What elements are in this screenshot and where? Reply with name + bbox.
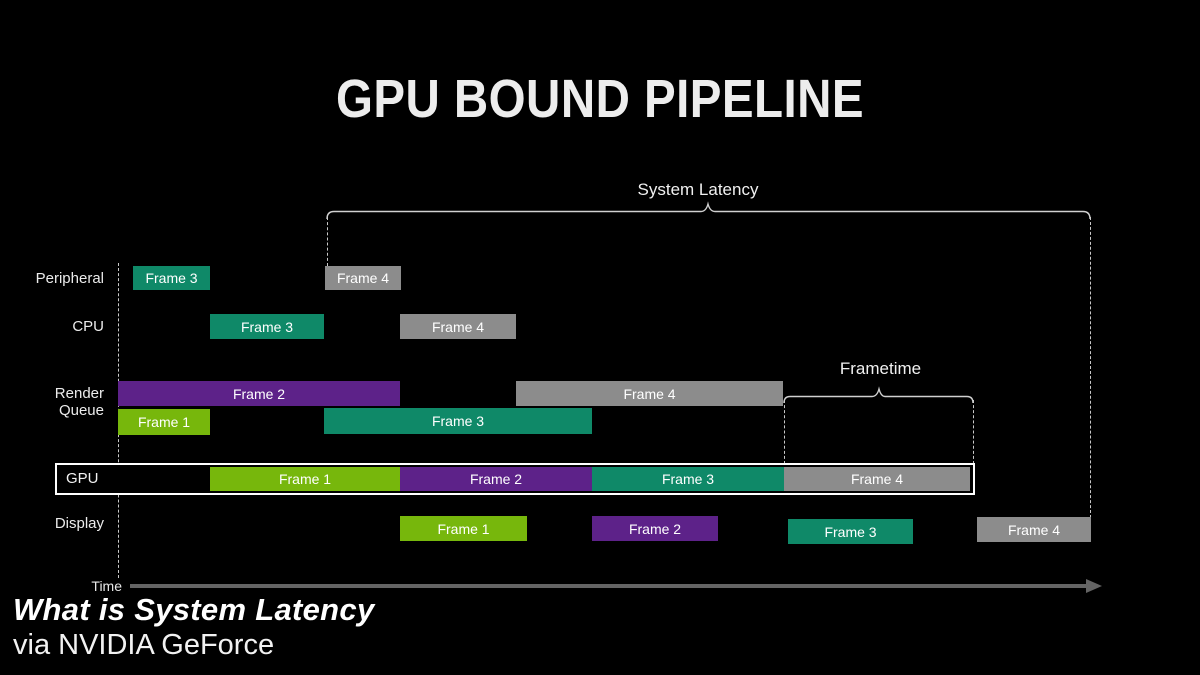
- system-latency-bracket: [326, 201, 1091, 220]
- frame-bar-cpu-frame-4: Frame 4: [400, 314, 516, 339]
- frame-bar-display-frame-3: Frame 3: [788, 519, 913, 544]
- frametime-label: Frametime: [839, 359, 922, 378]
- row-label-peripheral: Peripheral: [35, 270, 104, 287]
- footer-subheading: via NVIDIA GeForce: [13, 629, 275, 661]
- row-label-gpu: GPU: [66, 470, 99, 487]
- frame-bar-render-queue-frame-4: Frame 4: [516, 381, 783, 406]
- frame-bar-gpu-frame-4: Frame 4: [784, 467, 970, 491]
- dashed-line-frametime-end: [973, 400, 974, 464]
- time-axis-line: [130, 584, 1086, 588]
- frame-bar-peripheral-frame-3: Frame 3: [133, 266, 210, 290]
- frame-bar-cpu-frame-3: Frame 3: [210, 314, 324, 339]
- frame-bar-render-queue-frame-1: Frame 1: [118, 409, 210, 435]
- row-label-cpu: CPU: [72, 318, 104, 335]
- frame-bar-display-frame-2: Frame 2: [592, 516, 718, 541]
- dashed-line-system-latency-end: [1090, 217, 1091, 518]
- row-label-render-queue: Render Queue: [16, 385, 104, 419]
- frame-bar-display-frame-1: Frame 1: [400, 516, 527, 541]
- frame-bar-gpu-frame-1: Frame 1: [210, 467, 400, 491]
- system-latency-label: System Latency: [637, 180, 759, 199]
- footer-heading: What is System Latency: [13, 592, 375, 627]
- dashed-line-system-latency-start: [327, 217, 328, 266]
- frame-bar-render-queue-frame-3: Frame 3: [324, 408, 592, 434]
- time-axis-label: Time: [91, 578, 122, 594]
- time-axis-arrowhead-icon: [1086, 579, 1102, 593]
- frametime-bracket: [783, 386, 974, 404]
- frame-bar-peripheral-frame-4: Frame 4: [325, 266, 401, 290]
- frame-bar-render-queue-frame-2: Frame 2: [118, 381, 400, 406]
- dashed-line-frametime-start: [784, 400, 785, 464]
- frame-bar-gpu-frame-3: Frame 3: [592, 467, 784, 491]
- row-label-display: Display: [54, 515, 104, 532]
- row-label-render-queue-line2: Queue: [58, 402, 104, 419]
- frame-bar-gpu-frame-2: Frame 2: [400, 467, 592, 491]
- row-label-render-queue-line1: Render: [54, 385, 104, 402]
- frame-bar-display-frame-4: Frame 4: [977, 517, 1091, 542]
- page-title: GPU BOUND PIPELINE: [335, 69, 865, 129]
